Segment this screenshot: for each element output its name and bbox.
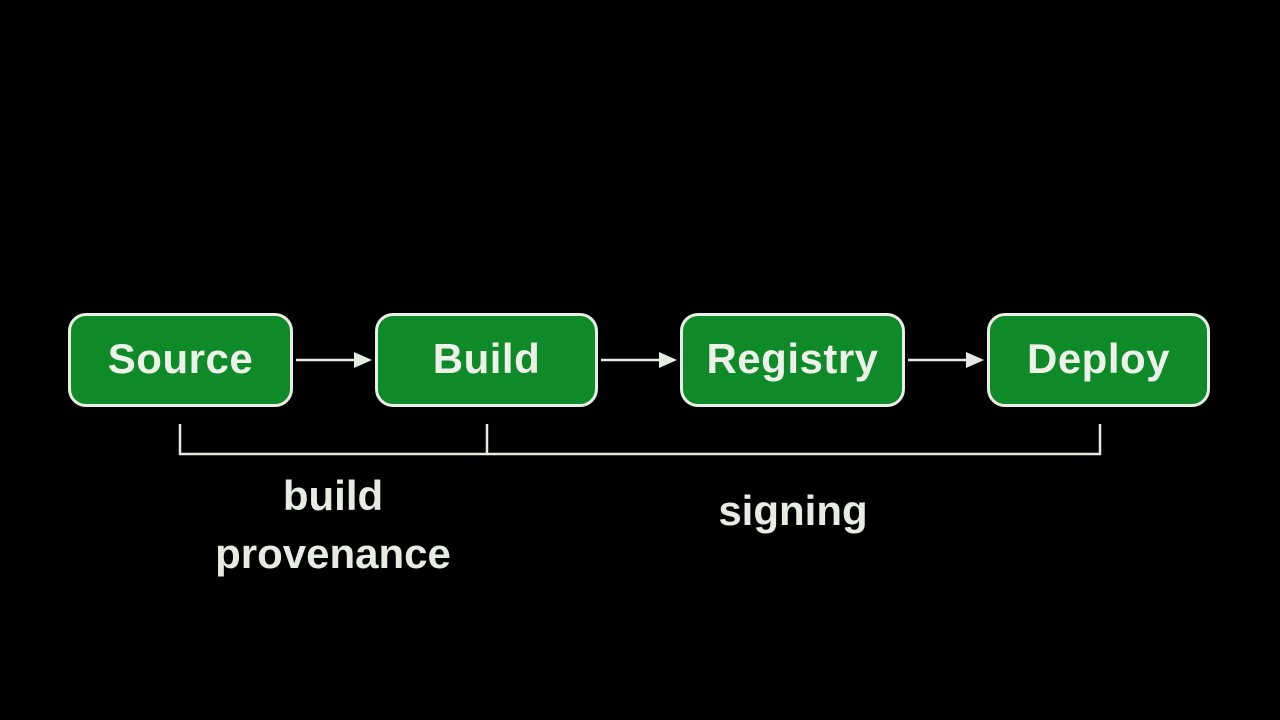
node-deploy-label: Deploy	[1026, 335, 1171, 382]
arrowhead-icon	[966, 352, 984, 368]
node-registry: Registry	[680, 313, 905, 407]
arrowhead-icon	[659, 352, 677, 368]
node-registry-label: Registry	[706, 335, 879, 382]
brace-signing	[487, 424, 1102, 456]
node-source-label: Source	[107, 335, 254, 382]
arrow-registry-to-deploy	[908, 352, 984, 368]
annotation-signing: signing	[718, 487, 868, 534]
annotation-build-provenance: build provenance	[215, 472, 451, 577]
arrow-build-to-registry	[601, 352, 677, 368]
arrowhead-icon	[354, 352, 372, 368]
node-deploy: Deploy	[987, 313, 1210, 407]
arrow-source-to-build	[296, 352, 372, 368]
brace-build-provenance	[178, 424, 489, 456]
node-build-label: Build	[432, 335, 541, 382]
node-build: Build	[375, 313, 598, 407]
node-source: Source	[68, 313, 293, 407]
